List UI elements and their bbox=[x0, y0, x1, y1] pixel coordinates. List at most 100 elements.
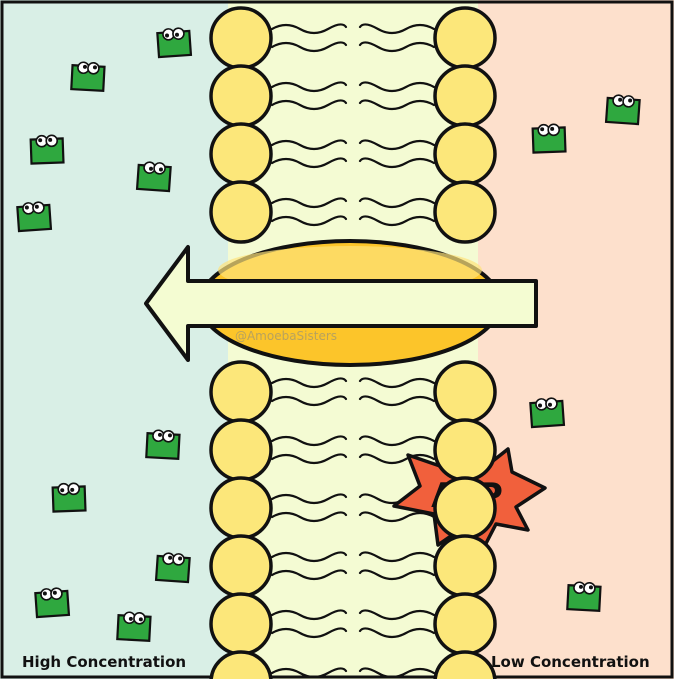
phospholipid-tail bbox=[270, 435, 348, 447]
phospholipid-head bbox=[433, 360, 497, 424]
molecule bbox=[154, 552, 191, 584]
phospholipid-tail bbox=[358, 453, 436, 465]
phospholipid-tail bbox=[358, 41, 436, 53]
molecule-pupil bbox=[540, 127, 545, 132]
molecule bbox=[566, 581, 602, 612]
molecule-pupil bbox=[34, 204, 39, 209]
molecule-pupil bbox=[60, 488, 65, 493]
phospholipid-tail bbox=[270, 139, 348, 151]
molecule-pupil bbox=[92, 65, 97, 70]
phospholipid-head bbox=[209, 180, 273, 244]
phospholipid-tail bbox=[270, 453, 348, 465]
phospholipid-tail bbox=[270, 99, 348, 111]
low-concentration-side bbox=[478, 0, 674, 679]
phospholipid-head bbox=[209, 6, 273, 70]
phospholipid-tail bbox=[358, 627, 436, 639]
high-concentration-side bbox=[0, 0, 228, 679]
phospholipid-tail bbox=[358, 139, 436, 151]
molecule-pupil bbox=[70, 487, 75, 492]
molecules bbox=[16, 27, 641, 642]
phospholipid-tail bbox=[270, 157, 348, 169]
phospholipid-head bbox=[209, 360, 273, 424]
phospholipid-tail bbox=[270, 395, 348, 407]
molecule-pupil bbox=[168, 555, 173, 560]
molecule-pupil bbox=[618, 97, 623, 102]
phospholipid-tail bbox=[270, 197, 348, 209]
molecule-pupil bbox=[52, 590, 57, 595]
phospholipid-tail bbox=[358, 511, 436, 523]
molecule-pupil bbox=[550, 126, 555, 131]
phospholipid-head bbox=[209, 534, 273, 598]
molecule bbox=[116, 611, 152, 642]
phospholipid-tail bbox=[358, 215, 436, 227]
molecule-pupil bbox=[538, 403, 543, 408]
phospholipid-tail bbox=[270, 81, 348, 93]
molecule-pupil bbox=[138, 617, 143, 622]
low-concentration-label: Low Concentration bbox=[491, 653, 650, 671]
high-concentration-label: High Concentration bbox=[22, 653, 186, 671]
phospholipid-tail bbox=[358, 157, 436, 169]
molecule-pupil bbox=[82, 64, 87, 69]
phospholipid-head bbox=[209, 592, 273, 656]
phospholipid-tail bbox=[358, 377, 436, 389]
phospholipid-tails bbox=[270, 23, 436, 679]
phospholipid-tail bbox=[358, 395, 436, 407]
molecule bbox=[135, 161, 172, 193]
molecule-pupil bbox=[157, 432, 162, 437]
molecule bbox=[145, 429, 181, 460]
molecule bbox=[70, 61, 106, 92]
phospholipid-tail bbox=[358, 23, 436, 35]
molecule-pupil bbox=[548, 402, 553, 407]
phospholipid-heads bbox=[209, 6, 497, 683]
molecule-pupil bbox=[165, 33, 170, 38]
phospholipid-tail bbox=[358, 609, 436, 621]
phospholipid-tail bbox=[358, 99, 436, 111]
phospholipid-head bbox=[433, 534, 497, 598]
molecule bbox=[531, 123, 567, 154]
molecule-pupil bbox=[48, 137, 53, 142]
molecule-pupil bbox=[178, 556, 183, 561]
molecule-pupil bbox=[128, 616, 133, 621]
phospholipid-tail bbox=[358, 569, 436, 581]
phospholipid-tail bbox=[270, 511, 348, 523]
molecule-pupil bbox=[167, 433, 172, 438]
phospholipid-head bbox=[209, 476, 273, 540]
molecule-pupil bbox=[38, 138, 43, 143]
phospholipid-tail bbox=[270, 215, 348, 227]
molecule bbox=[529, 397, 566, 429]
phospholipid-tail bbox=[270, 569, 348, 581]
phospholipid-tail bbox=[270, 493, 348, 505]
molecule bbox=[29, 134, 65, 165]
molecule-pupil bbox=[42, 591, 47, 596]
phospholipid-tail bbox=[358, 81, 436, 93]
phospholipid-head bbox=[209, 418, 273, 482]
phospholipid-head bbox=[433, 6, 497, 70]
phospholipid-tail bbox=[270, 551, 348, 563]
phospholipid-head bbox=[433, 592, 497, 656]
molecule-pupil bbox=[628, 98, 633, 103]
phospholipid-head bbox=[209, 122, 273, 186]
phospholipid-tail bbox=[358, 435, 436, 447]
phospholipid-tail bbox=[358, 197, 436, 209]
phospholipid-tail bbox=[358, 551, 436, 563]
phospholipid-head bbox=[433, 64, 497, 128]
phospholipid-tail bbox=[270, 627, 348, 639]
molecule bbox=[156, 27, 193, 59]
molecule bbox=[51, 482, 87, 513]
molecule-pupil bbox=[175, 32, 180, 37]
molecule-pupil bbox=[24, 205, 29, 210]
transport-direction-arrow bbox=[144, 245, 538, 362]
phospholipid-tail bbox=[270, 41, 348, 53]
phospholipid-tail bbox=[270, 609, 348, 621]
phospholipid-head bbox=[433, 180, 497, 244]
watermark: @AmoebaSisters bbox=[235, 329, 337, 343]
phospholipid-head bbox=[433, 418, 497, 482]
molecule-pupil bbox=[158, 167, 163, 172]
molecule-pupil bbox=[148, 166, 153, 171]
molecule bbox=[16, 201, 53, 233]
phospholipid-tail bbox=[270, 377, 348, 389]
molecule-pupil bbox=[578, 584, 583, 589]
